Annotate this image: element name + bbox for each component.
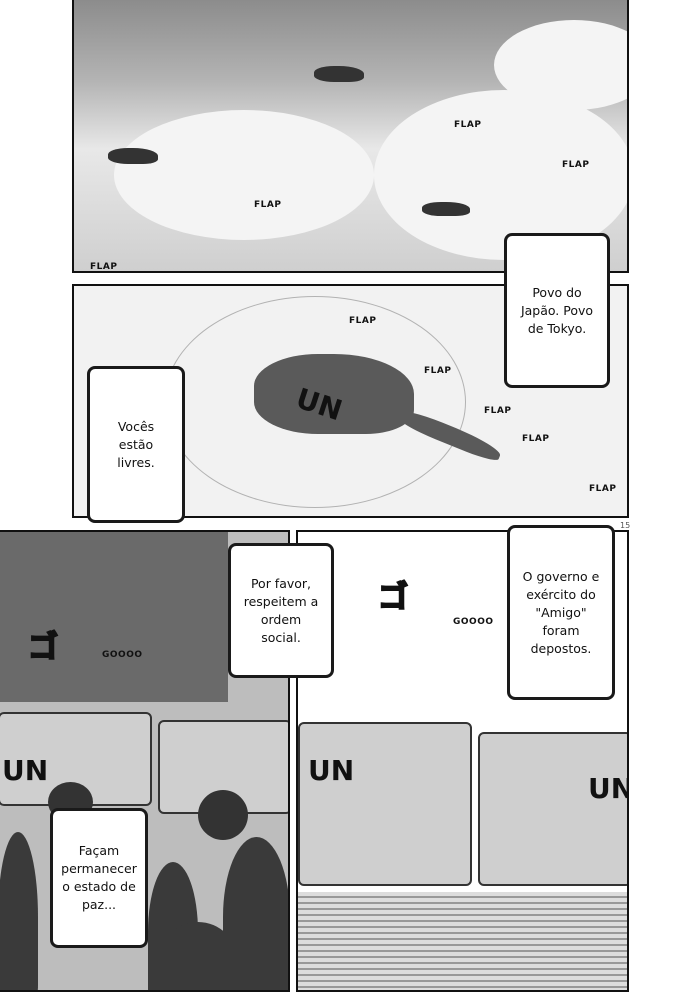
sfx-flap: FLAP bbox=[424, 366, 452, 376]
caption-box-povo: Povo do Japão. Povo de Tokyo. bbox=[504, 233, 610, 388]
building bbox=[0, 532, 228, 702]
sfx-flap: FLAP bbox=[349, 316, 377, 326]
sfx-flap: FLAP bbox=[454, 120, 482, 130]
caption-text: Vocês estão livres. bbox=[117, 418, 155, 470]
caption-box-voces: Vocês estão livres. bbox=[87, 366, 185, 523]
cloud bbox=[114, 110, 374, 240]
un-marking: UN bbox=[588, 772, 627, 805]
caption-text: Façam permanecer o estado de paz... bbox=[61, 843, 137, 912]
sfx-flap: FLAP bbox=[562, 160, 590, 170]
caption-box-por-favor: Por favor, respeitem a ordem social. bbox=[228, 543, 334, 678]
un-helicopter bbox=[254, 354, 414, 434]
caption-box-governo: O governo e exército do "Amigo" foram de… bbox=[507, 525, 615, 700]
wheel bbox=[198, 790, 248, 840]
sfx-go: ゴ bbox=[27, 629, 59, 666]
un-armored-vehicle bbox=[298, 722, 472, 886]
panel-street-vehicles: UN ゴ GOOOO bbox=[0, 530, 290, 992]
cloud bbox=[374, 90, 627, 260]
caption-box-facam: Façam permanecer o estado de paz... bbox=[50, 808, 148, 948]
un-marking: UN bbox=[308, 754, 355, 787]
panel-helicopters-sky: FLAP FLAP FLAP FLAP bbox=[72, 0, 629, 273]
sfx-flap: FLAP bbox=[254, 200, 282, 210]
page-number: 15 bbox=[620, 521, 631, 530]
crowd-person bbox=[0, 832, 38, 990]
un-armored-vehicle bbox=[478, 732, 627, 886]
sfx-goooo: GOOOO bbox=[453, 617, 494, 627]
sfx-flap: FLAP bbox=[484, 406, 512, 416]
sfx-goooo: GOOOO bbox=[102, 650, 143, 660]
cloud bbox=[494, 20, 627, 110]
sfx-flap: FLAP bbox=[90, 262, 118, 272]
helicopter bbox=[422, 202, 470, 216]
sfx-flap: FLAP bbox=[522, 434, 550, 444]
helicopter bbox=[108, 148, 158, 164]
crowd-person bbox=[158, 922, 238, 990]
sfx-flap: FLAP bbox=[589, 484, 617, 494]
un-marking: UN bbox=[2, 754, 49, 787]
helicopter bbox=[314, 66, 364, 82]
road bbox=[298, 892, 627, 990]
caption-text: Por favor, respeitem a ordem social. bbox=[243, 575, 319, 645]
sfx-go: ゴ bbox=[377, 579, 409, 616]
caption-text: O governo e exército do "Amigo" foram de… bbox=[522, 568, 600, 656]
caption-text: Povo do Japão. Povo de Tokyo. bbox=[520, 284, 594, 336]
